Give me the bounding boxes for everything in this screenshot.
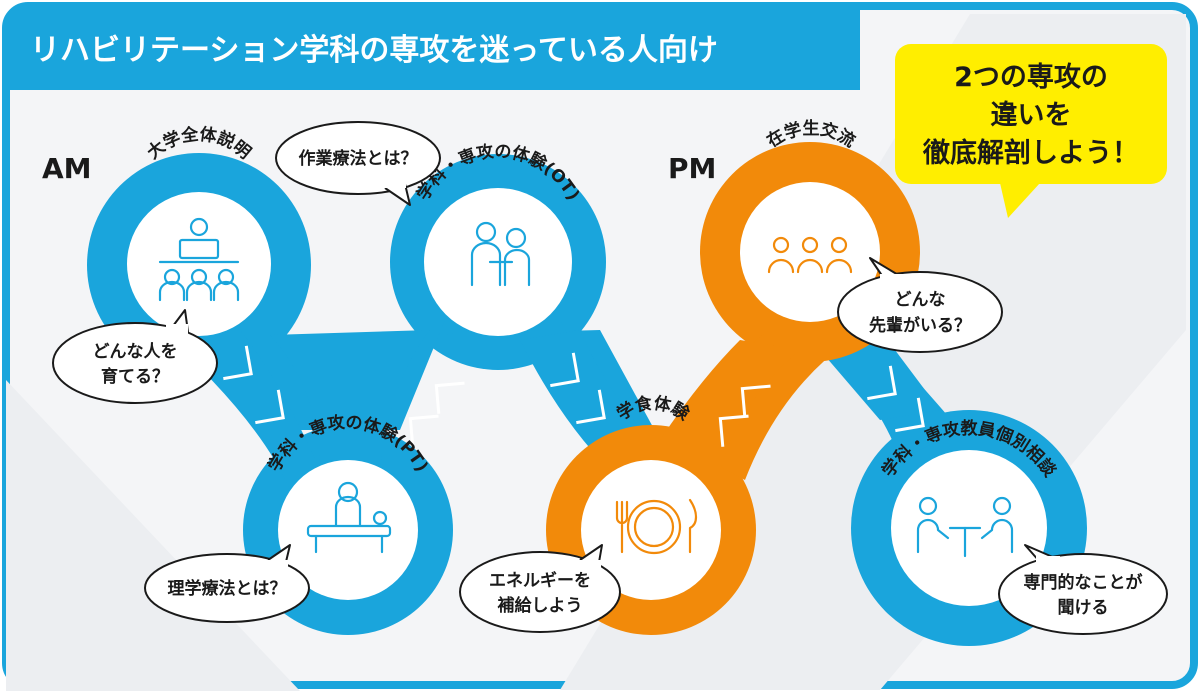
- bubble-students-line1: どんな: [895, 290, 946, 310]
- station-disc-pt: [278, 460, 418, 600]
- bubble-students: どんな 先輩がいる？: [837, 257, 1003, 353]
- plate-fork-knife-icon: [615, 498, 698, 555]
- bubble-consult-line1: 専門的なことが: [1024, 572, 1143, 593]
- callout-line3: 徹底解剖しよう！: [922, 137, 1139, 169]
- bubble-lunch-line1: エネルギーを: [489, 571, 591, 591]
- pm-label: PM: [668, 152, 716, 185]
- bubble-lunch-line2: 補給しよう: [497, 595, 583, 616]
- callout-line2: 違いを: [991, 100, 1072, 131]
- audience-presentation-icon: [158, 217, 240, 302]
- bubble-lunch: エネルギーを 補給しよう: [459, 544, 621, 633]
- header-band: [10, 10, 860, 90]
- bubble-pt-line1: 理学療法とは？: [168, 578, 287, 599]
- group-people-icon: [767, 236, 853, 274]
- consultation-meeting-icon: [916, 496, 1014, 558]
- callout-box: 2つの専攻の 違いを 徹底解剖しよう！: [895, 44, 1167, 218]
- bubble-briefing-line1: どんな人を: [93, 342, 178, 362]
- station-disc-lunch: [581, 460, 721, 600]
- bubble-briefing: どんな人を 育てる？: [52, 309, 218, 404]
- bubble-pt: 理学療法とは？: [144, 544, 310, 623]
- bubble-consult: 専門的なことが 聞ける: [998, 544, 1168, 635]
- direction-chevrons: [223, 345, 925, 447]
- assisted-walking-icon: [470, 221, 531, 287]
- am-label: AM: [42, 152, 92, 185]
- bubble-ot: 作業療法とは？: [275, 121, 441, 206]
- physical-therapy-icon: [306, 481, 392, 554]
- header-title: リハビリテーション学科の専攻を迷っている人向け: [30, 33, 718, 68]
- bubble-consult-line2: 聞ける: [1058, 598, 1109, 618]
- bubble-ot-line1: 作業療法とは？: [299, 148, 418, 169]
- callout-line1: 2つの専攻の: [954, 62, 1108, 93]
- bubble-briefing-line2: 育てる？: [101, 366, 169, 387]
- station-disc-briefing: [127, 192, 271, 336]
- bubble-students-line2: 先輩がいる？: [869, 315, 971, 336]
